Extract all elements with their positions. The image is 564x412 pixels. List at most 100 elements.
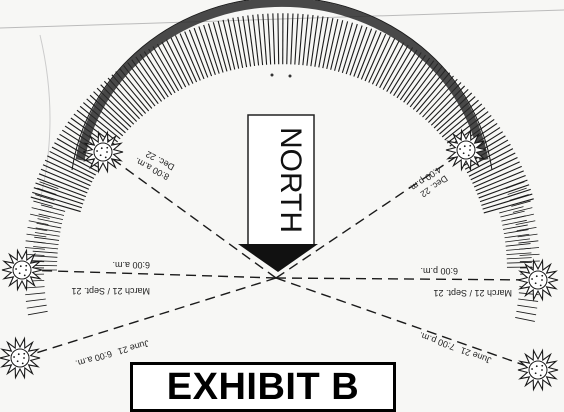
arc-tick: [350, 27, 367, 75]
sun-jun-pm: [518, 351, 558, 390]
label-equ-pm-time: 6:00 p.m.: [420, 266, 458, 276]
arc-tick: [27, 234, 47, 237]
label-equ-am-time: 6:00 a.m.: [112, 260, 150, 270]
arc-tick: [505, 239, 530, 242]
arc-tick: [238, 17, 247, 67]
arc-tick: [36, 228, 61, 232]
arc-tick: [273, 13, 275, 64]
sun-dot: [105, 156, 107, 158]
sun-dot: [19, 272, 21, 274]
sun-dot: [100, 154, 102, 156]
sun-dot: [23, 353, 25, 355]
sun-dot: [535, 372, 537, 374]
sun-dot: [106, 147, 108, 149]
sun-dot: [106, 151, 108, 153]
arc-tick: [233, 18, 243, 68]
ray-sun-equ-pm: [276, 278, 538, 280]
arc-tick: [387, 47, 413, 91]
sun-dot: [536, 275, 538, 277]
sun-dot: [541, 275, 543, 277]
north-label: NORTH: [274, 127, 307, 233]
arc-tick: [25, 293, 45, 295]
arc-tick: [380, 43, 404, 88]
arc-tick: [507, 258, 532, 259]
sun-disc: [529, 361, 547, 379]
arc-tick: [162, 42, 186, 87]
arc-tick: [26, 299, 46, 301]
arc-tick: [515, 317, 535, 321]
arc-tick: [149, 49, 175, 93]
sun-dot: [541, 365, 543, 367]
arc-tick: [479, 180, 528, 198]
sun-dot: [96, 150, 98, 152]
sun-dot: [541, 279, 543, 281]
sun-dot: [18, 353, 20, 355]
arc-tick: [319, 17, 328, 67]
label-equ-am-date: March 21 / Sept. 21: [71, 286, 150, 296]
arc-tick: [33, 251, 58, 253]
arc-tick: [295, 14, 298, 65]
sun-dot: [536, 365, 538, 367]
arc-tick: [383, 45, 408, 90]
sun-jun-am: [0, 339, 40, 378]
sun-disc: [529, 271, 547, 289]
label-equ-pm-date: March 21 / Sept. 21: [433, 288, 512, 298]
sun-disc: [11, 349, 29, 367]
sun-disc: [13, 261, 31, 279]
arc-tick: [504, 230, 529, 234]
sun-dot: [25, 269, 27, 271]
arc-tick: [358, 30, 377, 78]
arc-tick: [315, 16, 323, 66]
arc-tick: [37, 223, 62, 228]
sun-dot: [540, 284, 542, 286]
arc-tick: [25, 287, 45, 288]
arc-tick: [299, 14, 303, 65]
sun-dot: [25, 265, 27, 267]
sun-dot: [531, 278, 533, 280]
sun-dot: [459, 148, 461, 150]
sun-disc: [457, 141, 475, 159]
sun-dot: [540, 374, 542, 376]
sun-dot: [469, 149, 471, 151]
arc-tick: [516, 311, 536, 314]
arc-tick: [323, 18, 333, 68]
arc-tick: [287, 13, 288, 64]
arc-tick: [520, 261, 540, 262]
exhibit-box: EXHIBIT B: [130, 362, 396, 412]
sun-dot: [23, 357, 25, 359]
sun-dot: [469, 145, 471, 147]
arc-tick: [32, 208, 51, 213]
label-jun-am-time: 6:00 a.m.: [74, 349, 113, 369]
arc-tick: [278, 13, 279, 64]
arc-tick: [28, 311, 48, 314]
arc-tick: [258, 14, 263, 65]
sun-dot: [468, 154, 470, 156]
arc-tick: [153, 47, 179, 91]
sun-dot: [22, 362, 24, 364]
arc-tick: [263, 14, 267, 65]
sun-dot: [13, 356, 15, 358]
arc-tick: [519, 248, 539, 250]
sun-dot: [535, 282, 537, 284]
arc-tick: [32, 256, 57, 257]
north-indicator: NORTH: [238, 115, 318, 272]
arc-tick: [43, 165, 90, 186]
sun-dot: [463, 152, 465, 154]
arc-tick: [189, 30, 207, 78]
sun-dot: [101, 147, 103, 149]
sun-dot: [24, 274, 26, 276]
sun-dot: [17, 360, 19, 362]
arc-tick: [175, 35, 196, 82]
sun-dot: [464, 145, 466, 147]
sun-dot: [20, 265, 22, 267]
ray-sun-equ-am: [22, 270, 276, 278]
mark-dot: [289, 75, 292, 78]
sun-dot: [541, 369, 543, 371]
arc-tick: [157, 44, 182, 89]
arc-tick: [194, 28, 211, 76]
arc-tick: [506, 253, 531, 255]
mark-dot: [271, 74, 274, 77]
arc-tick: [517, 305, 537, 308]
